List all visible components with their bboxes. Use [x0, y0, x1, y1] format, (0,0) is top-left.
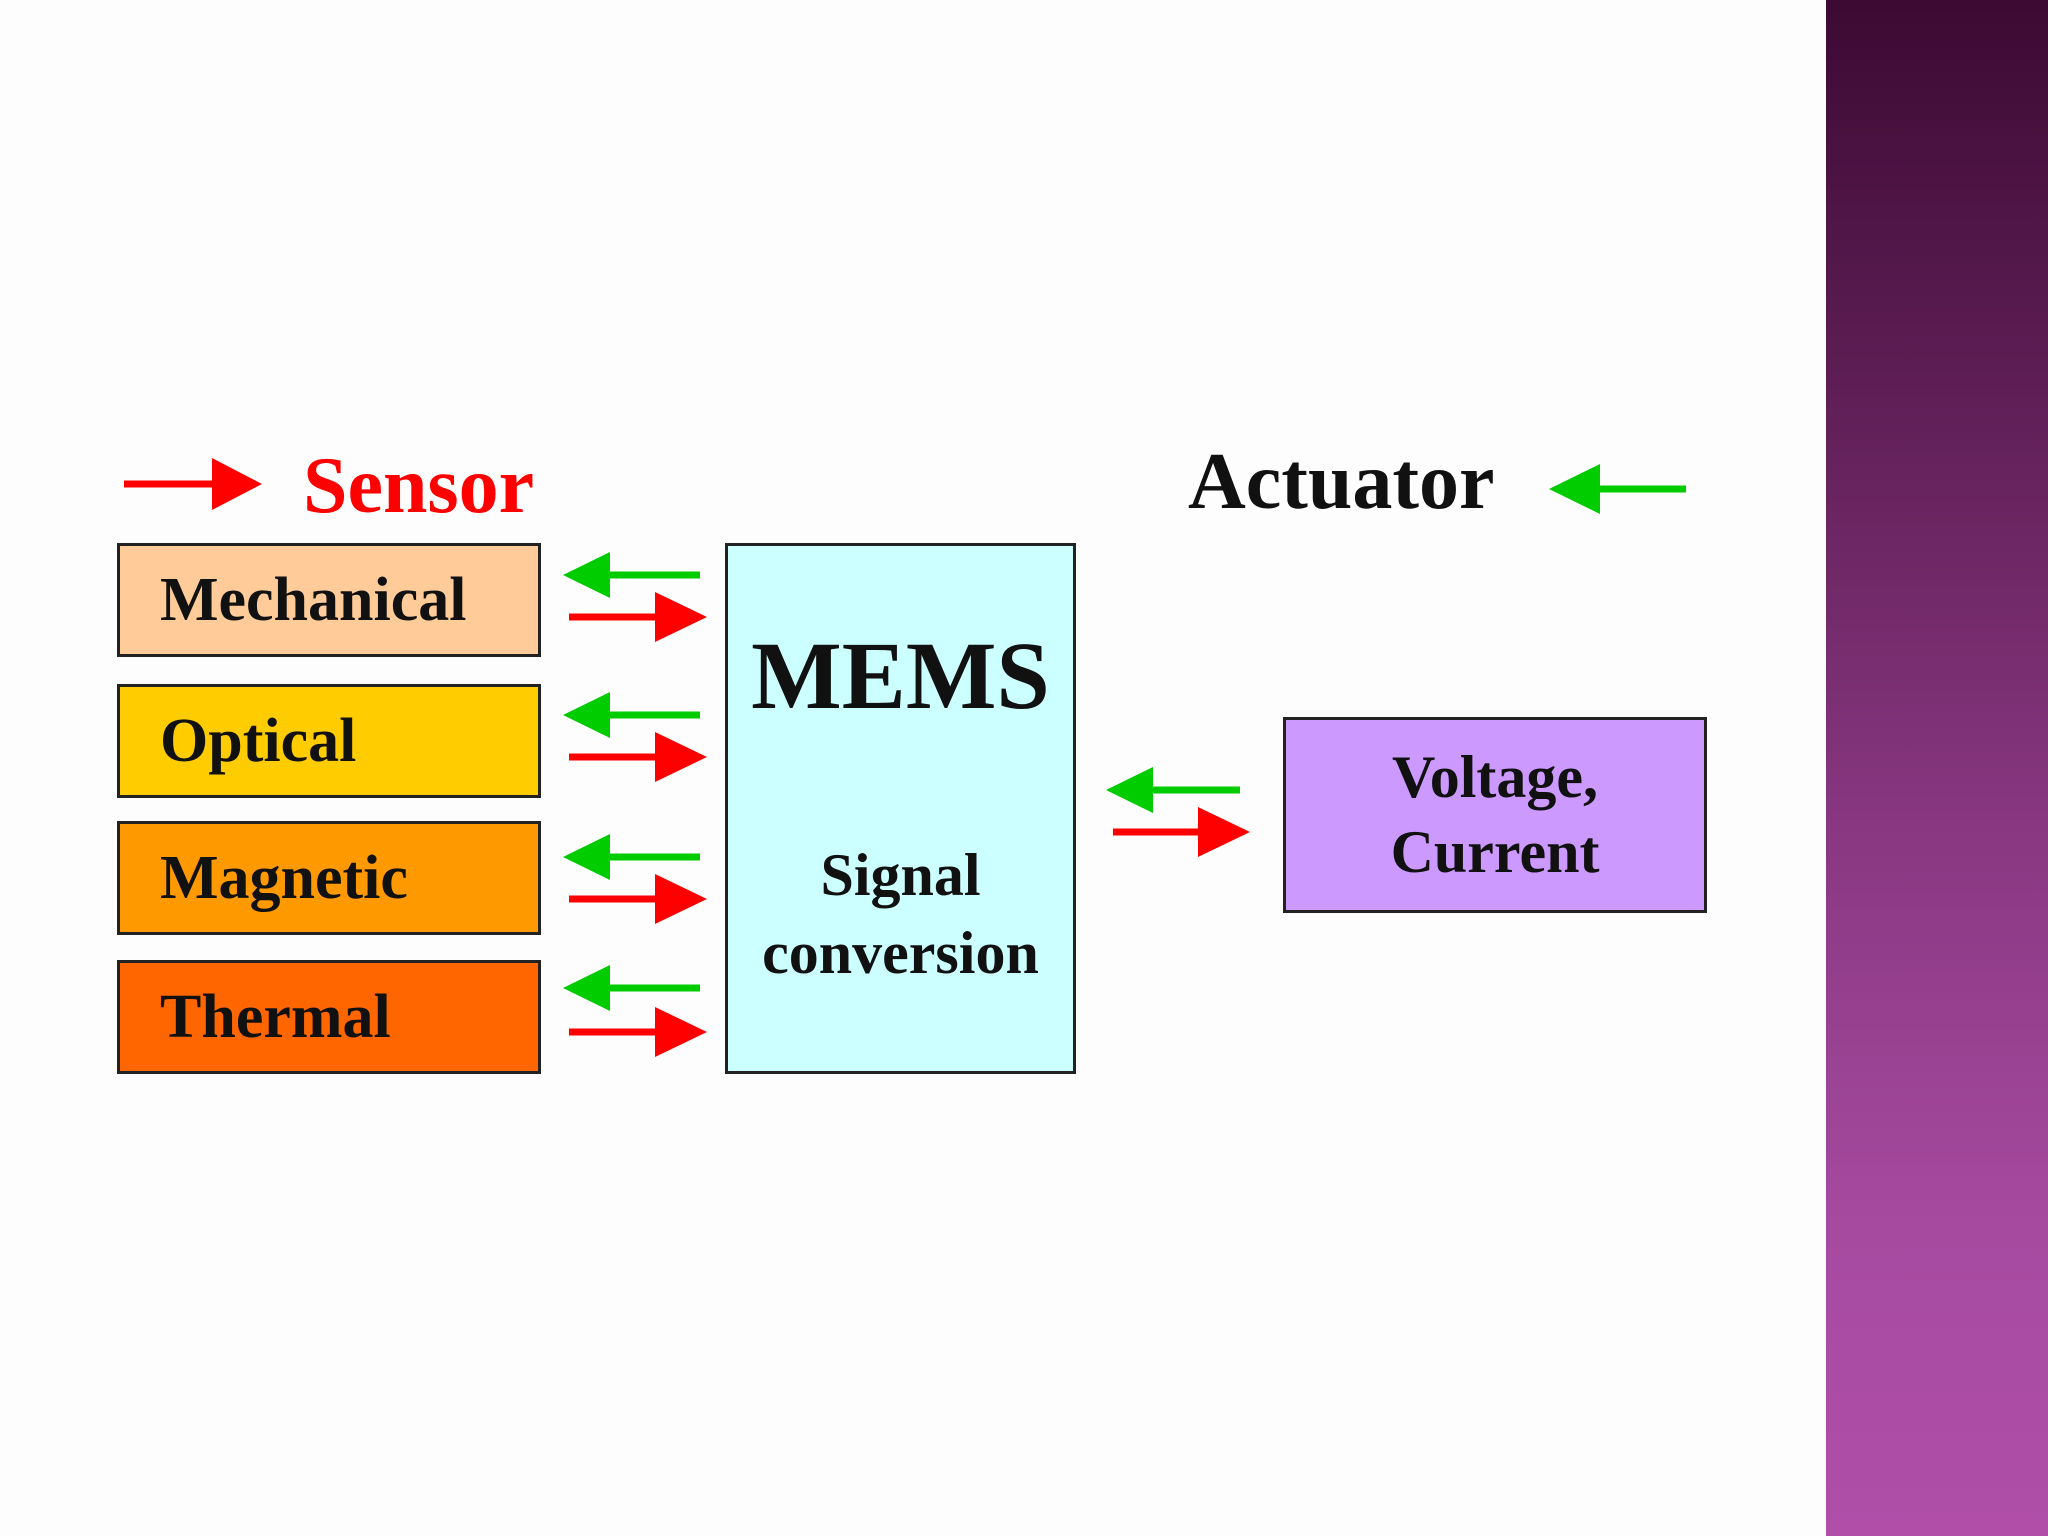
sensing-arrow	[569, 732, 707, 782]
sensing-arrow	[569, 1007, 707, 1057]
arrows-layer	[124, 458, 1686, 1057]
domain-box-thermal: Thermal	[117, 960, 541, 1074]
domain-label: Magnetic	[160, 843, 408, 912]
actuation-arrow	[563, 692, 700, 738]
domain-label: Thermal	[160, 982, 391, 1051]
domain-box-magnetic: Magnetic	[117, 821, 541, 935]
sensor-legend-arrow	[124, 458, 262, 510]
domain-label: Mechanical	[160, 565, 467, 634]
domain-label: Optical	[160, 706, 357, 775]
sensing-arrow	[569, 592, 707, 642]
mems-subtitle: Signal conversion	[728, 836, 1073, 992]
mems-subtitle-line1: Signal	[820, 842, 981, 908]
actuation-arrow	[1106, 767, 1240, 813]
arrow-pair-magnetic	[563, 834, 707, 924]
mems-subtitle-line2: conversion	[762, 920, 1039, 986]
mems-title: MEMS	[751, 622, 1050, 729]
actuator-legend-label: Actuator	[1188, 438, 1495, 526]
output-line1: Voltage,	[1391, 744, 1599, 810]
slide-canvas: Sensor Actuator Mechanical Optical Magne…	[117, 438, 1707, 1074]
domain-box-optical: Optical	[117, 684, 541, 798]
actuation-arrow	[563, 834, 700, 880]
decorative-side-band	[1826, 0, 2048, 1536]
output-box: Voltage, Current	[1283, 717, 1707, 913]
arrow-pair-optical	[563, 692, 707, 782]
arrow-pair-mechanical	[563, 552, 707, 642]
arrow-pair-output	[1106, 767, 1250, 857]
actuator-legend-arrow	[1549, 464, 1686, 514]
mems-box: MEMS Signal conversion	[725, 543, 1076, 1074]
arrow-pair-thermal	[563, 965, 707, 1057]
sensor-legend-label: Sensor	[303, 442, 535, 530]
sensing-arrow	[1113, 807, 1250, 857]
sensing-arrow	[569, 874, 707, 924]
actuation-arrow	[563, 552, 700, 598]
actuation-arrow	[563, 965, 700, 1011]
domain-box-mechanical: Mechanical	[117, 543, 541, 657]
output-line2: Current	[1390, 819, 1600, 885]
